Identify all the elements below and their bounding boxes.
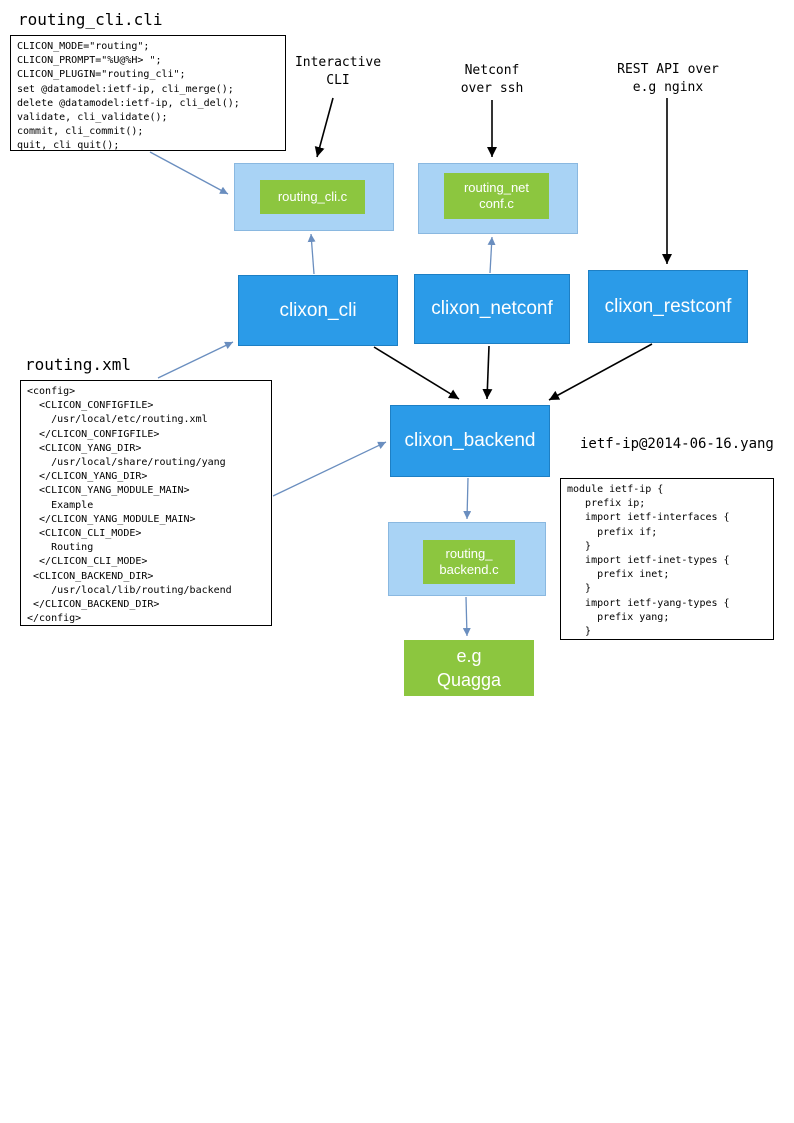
yang-file-code-box: module ietf-ip { prefix ip; import ietf-… [560, 478, 774, 640]
label-netconf-over-ssh: Netconf over ssh [460, 63, 524, 96]
clixon-cli-box: clixon_cli [238, 275, 398, 346]
black-arrows [314, 97, 672, 401]
arrow-xml-file-to-clixon-backend [272, 441, 387, 497]
arrow-cli-file-to-routing-cli-plugin [149, 151, 229, 195]
arrow-routing-backend-plugin-to-quagga [462, 596, 471, 637]
routing-netconf-plugin-container: routing_net conf.c [418, 163, 578, 234]
yang-file-title: ietf-ip@2014-06-16.yang [580, 436, 774, 452]
arrow-clixon-restconf-to-backend [548, 343, 653, 401]
arrow-clixon-cli-to-routing-cli-plugin [307, 233, 316, 275]
routing-cli-plugin-box: routing_cli.c [260, 180, 365, 214]
routing-cli-plugin-container: routing_cli.c [234, 163, 394, 231]
routing-backend-plugin-box: routing_ backend.c [423, 540, 515, 584]
label-interactive-cli: Interactive CLI [294, 55, 382, 88]
routing-netconf-plugin-box: routing_net conf.c [444, 173, 549, 219]
arrow-clixon-netconf-to-backend [482, 345, 493, 400]
arrow-clixon-cli-to-backend [373, 346, 460, 400]
clixon-backend-box: clixon_backend [390, 405, 550, 477]
clixon-netconf-box: clixon_netconf [414, 274, 570, 344]
quagga-box: e.g Quagga [404, 640, 534, 696]
arrow-interactive-cli-to-routing-cli [314, 97, 334, 158]
label-rest-api: REST API over e.g nginx [617, 62, 719, 95]
arrow-xml-file-to-clixon-cli [157, 341, 234, 379]
cli-file-code-box: CLICON_MODE="routing"; CLICON_PROMPT="%U… [10, 35, 286, 151]
xml-file-code-box: <config> <CLICON_CONFIGFILE> /usr/local/… [20, 380, 272, 626]
cli-file-title: routing_cli.cli [18, 10, 163, 29]
routing-backend-plugin-container: routing_ backend.c [388, 522, 546, 596]
arrow-backend-to-routing-backend-plugin [463, 477, 472, 520]
clixon-restconf-box: clixon_restconf [588, 270, 748, 343]
xml-file-title: routing.xml [25, 355, 131, 374]
arrow-clixon-netconf-to-routing-netconf-plugin [487, 236, 496, 274]
